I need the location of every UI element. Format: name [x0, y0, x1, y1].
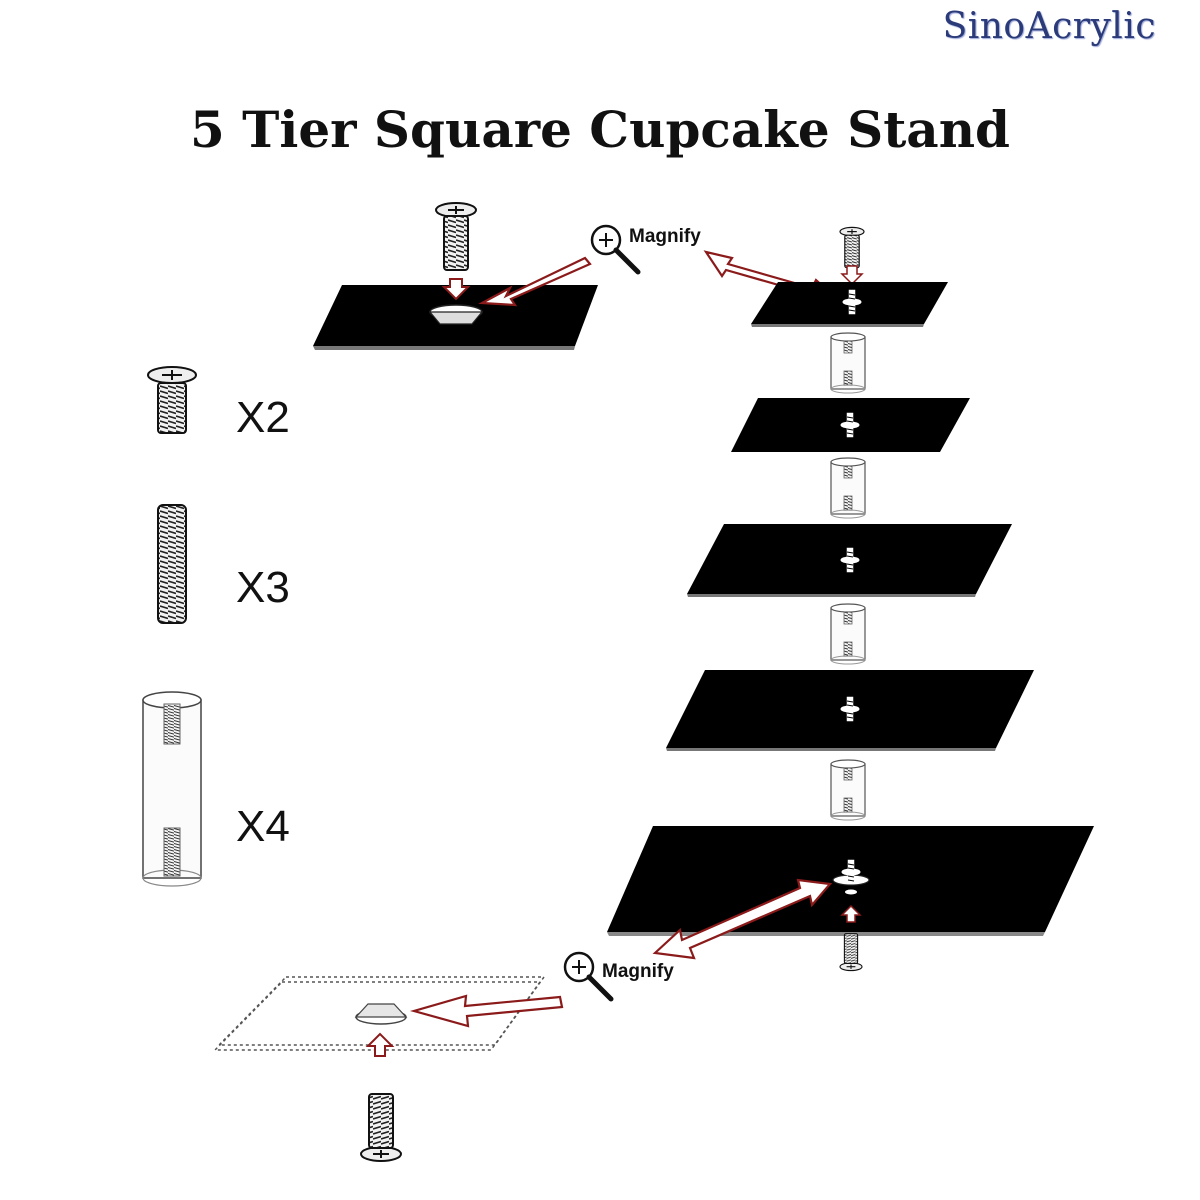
double-arrow-icon	[652, 878, 833, 960]
tier-stack	[607, 226, 1094, 972]
down-arrow-icon	[441, 278, 471, 301]
spacer	[830, 603, 866, 665]
parts-list	[142, 366, 202, 887]
brand-logo: SinoAcrylic	[942, 6, 1156, 47]
part-threaded-rod	[157, 504, 187, 624]
part-screw	[147, 366, 197, 434]
screw-icon	[435, 202, 477, 271]
detail-base-plate	[213, 976, 564, 1162]
quantity-screw: X2	[236, 393, 290, 442]
screw-icon	[360, 1093, 402, 1162]
magnify-label: Magnify	[629, 226, 701, 247]
part-acrylic-tube	[142, 691, 202, 887]
spacer	[830, 332, 866, 394]
countersink-hole	[354, 1003, 408, 1025]
callout-arrow	[409, 994, 564, 1028]
callout-arrow	[478, 256, 592, 307]
spacer	[830, 759, 866, 821]
screw-icon	[839, 226, 865, 269]
tier-1	[751, 282, 948, 327]
countersink-hole	[428, 304, 484, 325]
screw-icon	[839, 933, 863, 972]
page-title: 5 Tier Square Cupcake Stand	[189, 100, 1011, 159]
spacer	[830, 457, 866, 519]
tier-4	[666, 670, 1034, 751]
quantity-acrylic-tube: X4	[236, 802, 290, 851]
quantity-threaded-rod: X3	[236, 563, 290, 612]
tier-2	[731, 398, 970, 452]
detail-top-plate	[313, 202, 598, 350]
magnify-label: Magnify	[602, 961, 674, 982]
tier-3	[687, 524, 1012, 597]
up-arrow-icon	[365, 1032, 395, 1057]
